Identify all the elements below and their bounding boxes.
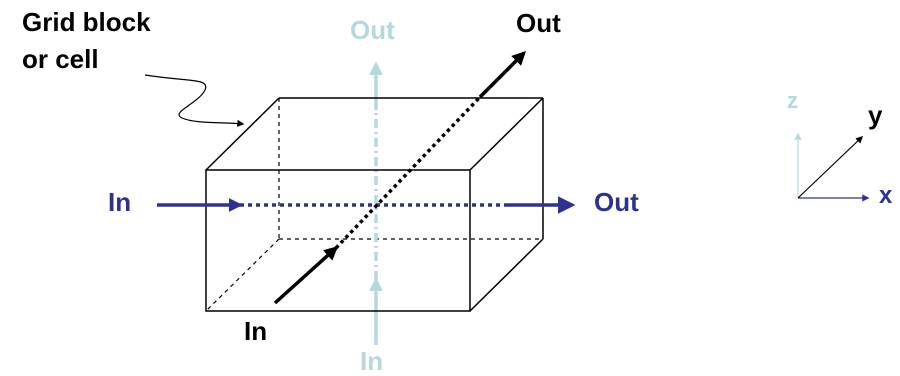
y-flow-inside-dotted — [334, 93, 484, 250]
x-flow-out-label: Out — [594, 187, 639, 217]
y-flow-out-label: Out — [516, 8, 561, 38]
y-axis-label: y — [868, 100, 883, 130]
callout-label-line2: or cell — [22, 44, 99, 74]
axes-indicator: z x y — [787, 88, 893, 209]
y-flow-out-arrow — [478, 51, 526, 99]
x-flow-in-label: In — [108, 187, 131, 217]
z-flow-in-label: In — [360, 346, 383, 376]
z-axis-label: z — [787, 88, 798, 113]
y-flow-in-arrow — [273, 246, 339, 305]
y-flow — [273, 51, 526, 305]
z-flow-out-label: Out — [350, 15, 395, 45]
cube-visible-edges — [205, 97, 544, 312]
y-flow-in-label: In — [244, 316, 267, 346]
callout-label-line1: Grid block — [22, 7, 151, 37]
cube-hidden-edges — [205, 98, 543, 312]
x-axis-label: x — [879, 182, 893, 209]
y-axis-line — [797, 136, 864, 199]
callout-leader-curve — [144, 74, 245, 127]
